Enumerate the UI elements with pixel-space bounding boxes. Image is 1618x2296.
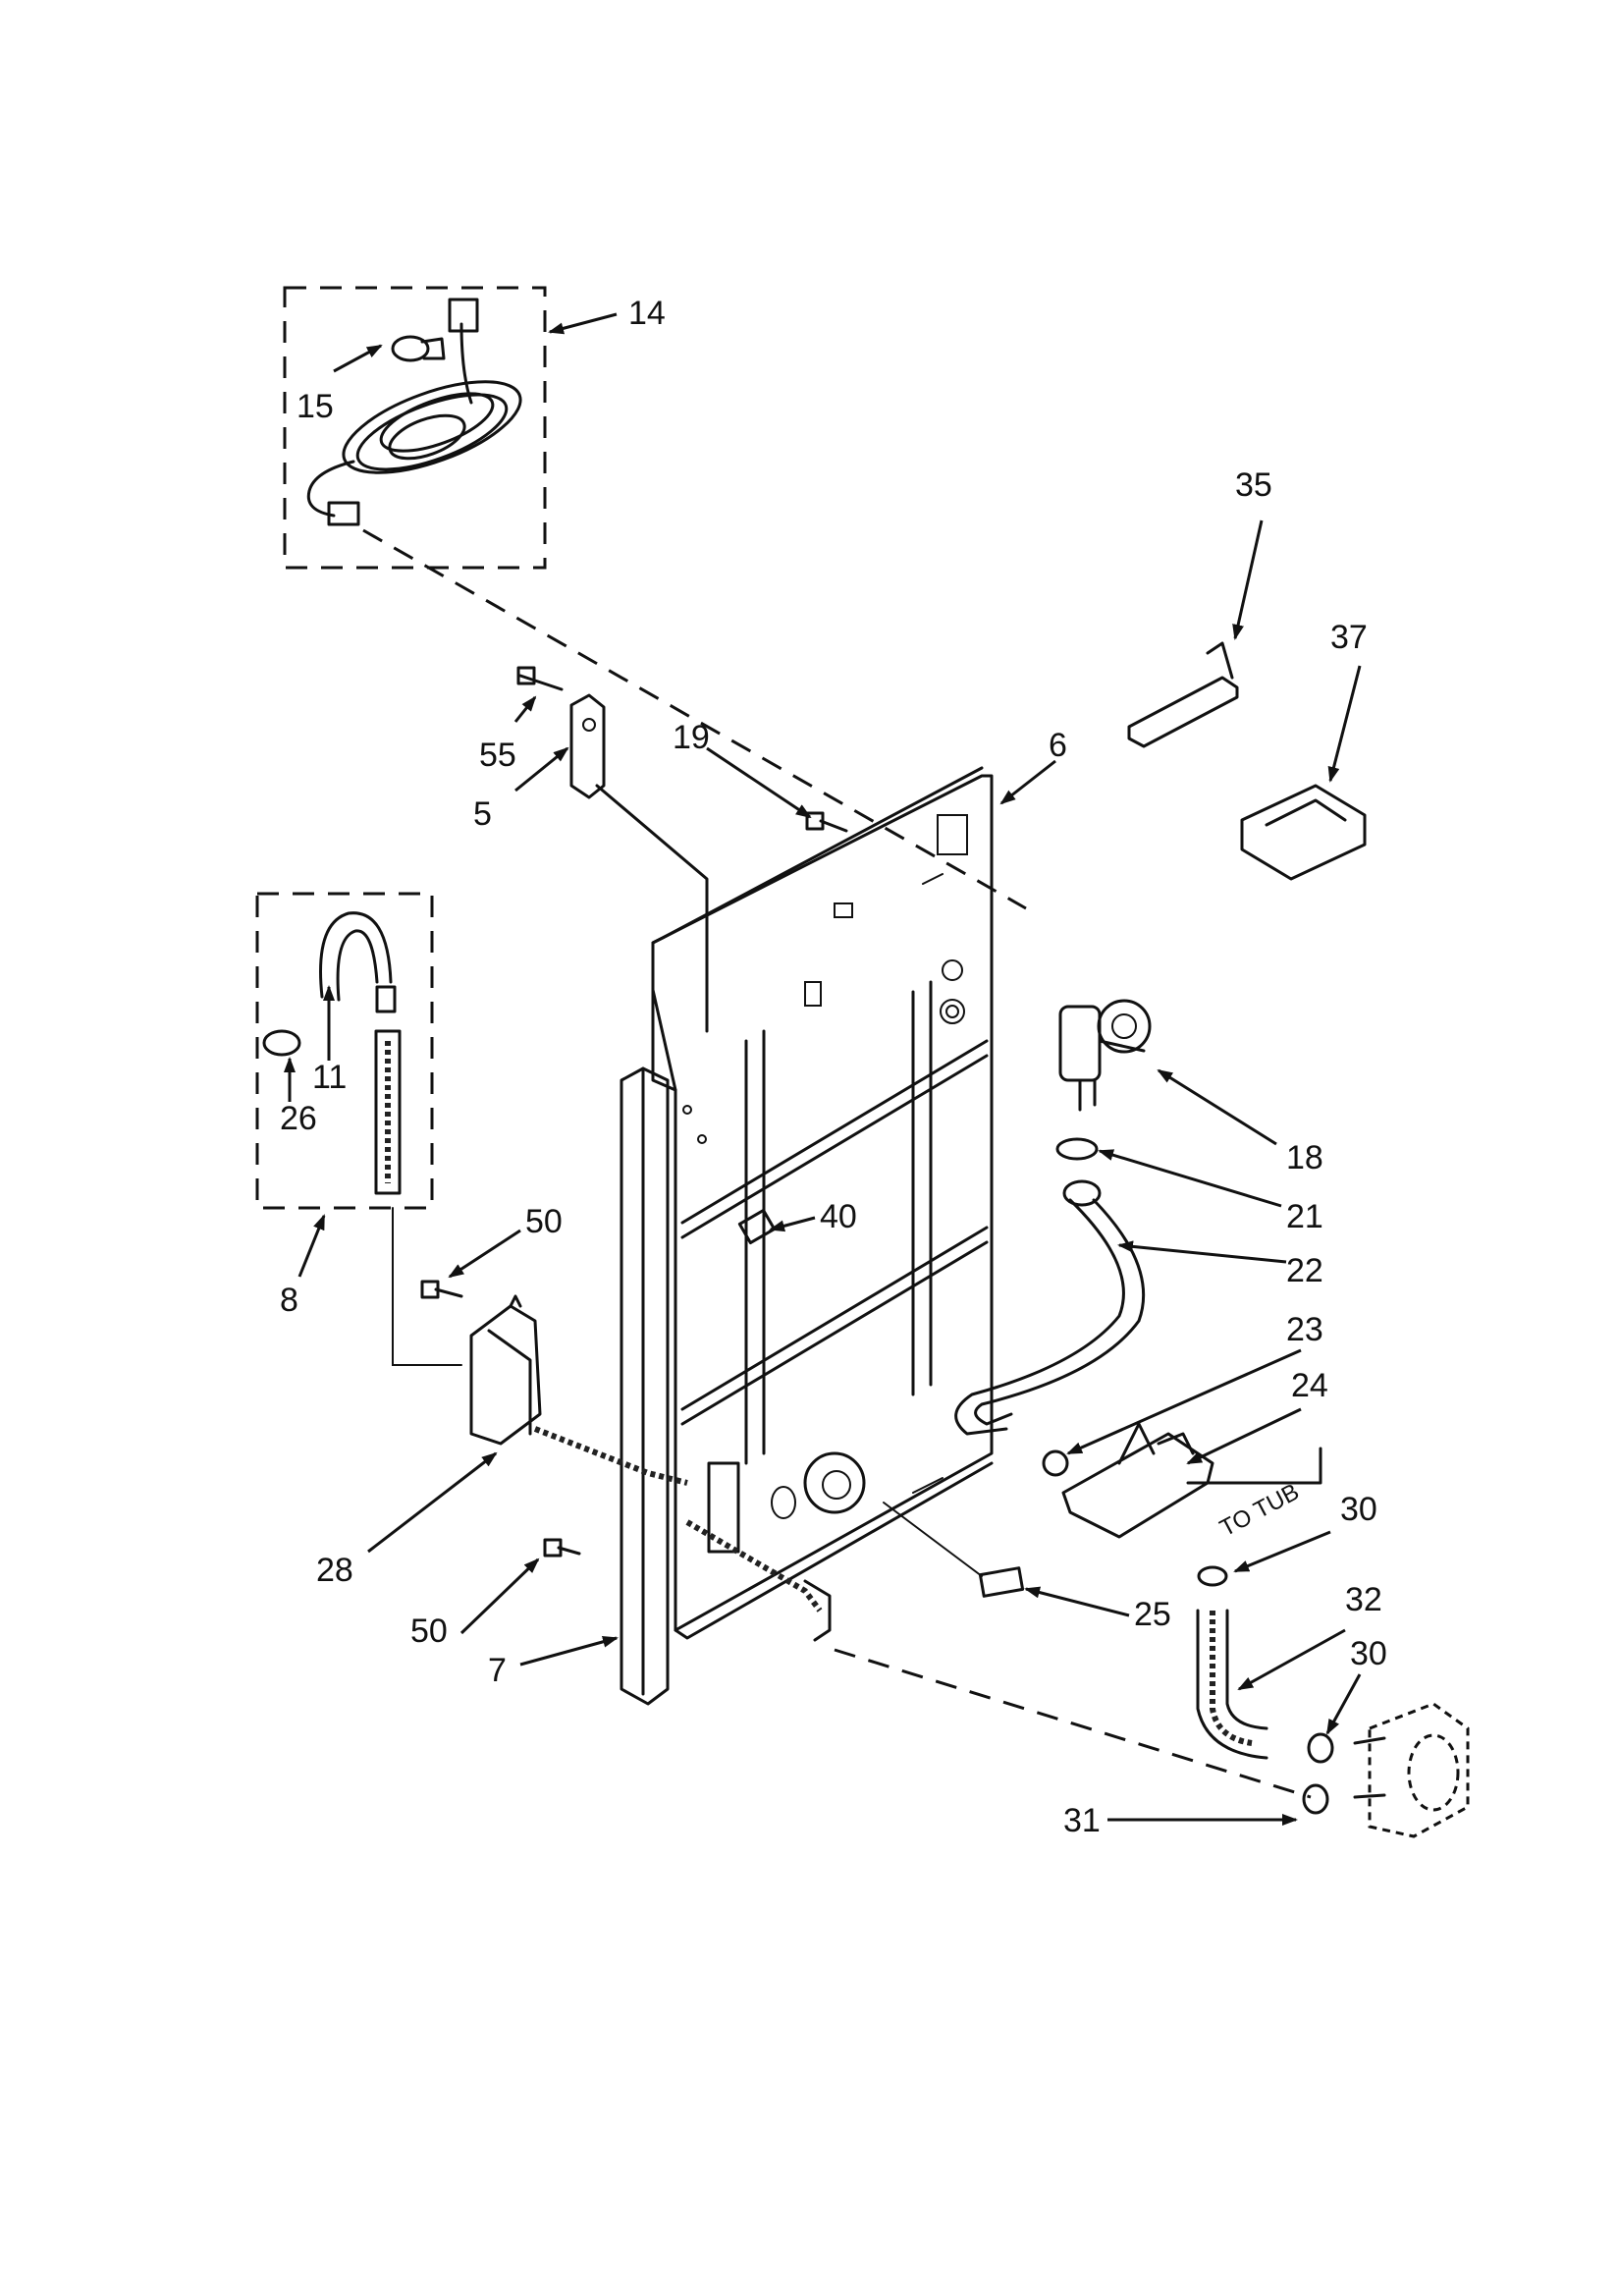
label-11: 11 — [312, 1059, 347, 1096]
fastener-25-leader — [883, 1502, 983, 1577]
to-tub-corner — [1186, 1447, 1322, 1485]
clamp-21 — [1055, 1137, 1099, 1161]
power-cord-kit-box — [283, 286, 547, 570]
screw-50-bottom — [543, 1538, 581, 1558]
fastener-25 — [978, 1566, 1025, 1598]
label-25: 25 — [1134, 1596, 1171, 1633]
label-55: 55 — [479, 737, 516, 774]
kit-8-leader — [392, 1207, 462, 1366]
cord-dashed-leader — [362, 528, 1027, 910]
clamp-30-top — [1197, 1565, 1228, 1587]
label-6: 6 — [1049, 727, 1067, 764]
drain-hose-11 — [319, 911, 397, 1013]
drain-hose-32 — [1196, 1609, 1268, 1760]
pump-outline — [1353, 1702, 1470, 1838]
screw-19 — [805, 811, 848, 833]
corrugated-hose — [533, 1426, 688, 1486]
label-8: 8 — [280, 1282, 298, 1319]
label-14: 14 — [628, 295, 666, 332]
label-28: 28 — [316, 1552, 353, 1589]
label-24: 24 — [1291, 1367, 1328, 1404]
label-5: 5 — [473, 795, 492, 833]
screw-55 — [516, 666, 564, 691]
label-50-top: 50 — [525, 1203, 563, 1240]
label-32: 32 — [1345, 1581, 1382, 1618]
label-19: 19 — [673, 719, 710, 756]
tub-dashed-leader — [834, 1648, 1312, 1799]
label-50-bottom: 50 — [410, 1613, 448, 1650]
label-40: 40 — [820, 1198, 857, 1235]
clamp-30-bottom — [1307, 1732, 1334, 1764]
bracket-35 — [1127, 641, 1239, 748]
switch-housing-37 — [1240, 784, 1367, 881]
leader-arrows — [284, 312, 1362, 1826]
label-22: 22 — [1286, 1252, 1323, 1289]
cord-clamp-15 — [391, 335, 446, 362]
fill-hose-22 — [954, 1179, 1146, 1436]
label-37: 37 — [1330, 619, 1368, 656]
water-valve-18 — [1058, 999, 1152, 1112]
screw-50-top — [420, 1280, 463, 1299]
pump-bracket-28 — [469, 1294, 542, 1446]
label-to-tub: TO TUB — [1215, 1479, 1304, 1543]
label-31: 31 — [1063, 1802, 1101, 1839]
label-30-bottom: 30 — [1350, 1635, 1387, 1672]
label-30-top: 30 — [1340, 1491, 1377, 1528]
clamp-26 — [262, 1029, 301, 1057]
label-7: 7 — [488, 1652, 507, 1689]
label-21: 21 — [1286, 1198, 1323, 1235]
bracket-5 — [569, 693, 709, 1033]
label-35: 35 — [1235, 466, 1272, 504]
drain-hose-kit-box — [255, 892, 434, 1210]
clamp-23 — [1042, 1449, 1069, 1477]
label-18: 18 — [1286, 1139, 1323, 1176]
lower-corrugated-hose — [685, 1519, 823, 1613]
clamp-31 — [1302, 1783, 1329, 1815]
drain-hose-extension — [374, 1029, 402, 1195]
power-cord-coil — [306, 298, 522, 526]
label-26: 26 — [280, 1100, 317, 1137]
side-channel-7 — [620, 1066, 670, 1706]
label-15: 15 — [297, 388, 334, 425]
label-23: 23 — [1286, 1311, 1323, 1348]
fill-funnel-24 — [1061, 1422, 1214, 1539]
